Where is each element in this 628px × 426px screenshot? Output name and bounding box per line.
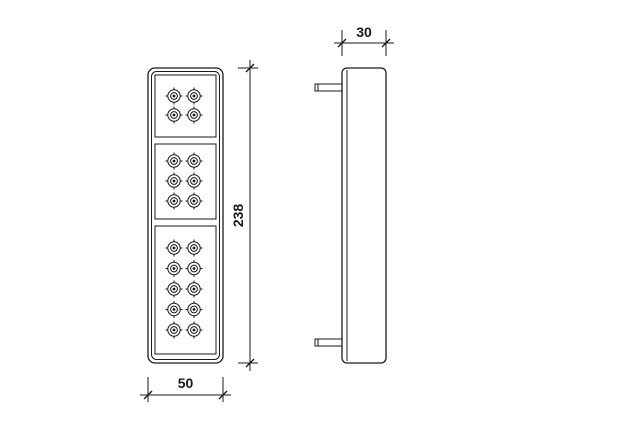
- led-middle-1-1-icon: [165, 152, 183, 170]
- led-top-1-2-icon: [185, 87, 203, 105]
- led-middle-1-2-icon: [185, 152, 203, 170]
- led-top-2-1-icon: [165, 106, 183, 124]
- led-bottom-1-1-icon: [165, 239, 183, 257]
- led-bottom-3-1-icon: [165, 280, 183, 298]
- dim-side-depth: 30: [334, 24, 394, 56]
- led-bottom-2-2-icon: [185, 259, 203, 278]
- led-group: [165, 87, 203, 339]
- dim-front-width: 50: [140, 375, 231, 402]
- led-bottom-2-1-icon: [165, 259, 183, 278]
- front-panels: [154, 74, 217, 355]
- pin-bottom: [314, 338, 343, 347]
- side-view: [314, 67, 387, 364]
- led-top-2-2-icon: [185, 106, 203, 124]
- front-housing-inner: [151, 71, 220, 360]
- led-top-1-1-icon: [165, 87, 183, 105]
- led-middle-2-1-icon: [165, 172, 183, 190]
- dim-front-height-label: 238: [230, 204, 246, 228]
- dim-front-width-label: 50: [178, 375, 194, 391]
- led-bottom-3-2-icon: [185, 280, 203, 298]
- panel-middle: [154, 143, 217, 220]
- led-bottom-5-2-icon: [185, 321, 203, 339]
- panel-bottom: [154, 225, 217, 355]
- led-bottom-4-2-icon: [185, 300, 203, 319]
- front-housing-outer: [147, 67, 224, 364]
- led-middle-2-2-icon: [185, 172, 203, 190]
- led-middle-3-1-icon: [165, 192, 183, 210]
- side-body: [341, 67, 387, 364]
- front-view: [147, 67, 224, 364]
- dim-front-height: 238: [230, 60, 258, 371]
- led-bottom-4-1-icon: [165, 300, 183, 319]
- led-bottom-1-2-icon: [185, 239, 203, 257]
- pin-top: [314, 83, 343, 92]
- led-bottom-5-1-icon: [165, 321, 183, 339]
- dim-side-depth-label: 30: [356, 24, 372, 40]
- led-middle-3-2-icon: [185, 192, 203, 210]
- panel-top: [154, 74, 217, 138]
